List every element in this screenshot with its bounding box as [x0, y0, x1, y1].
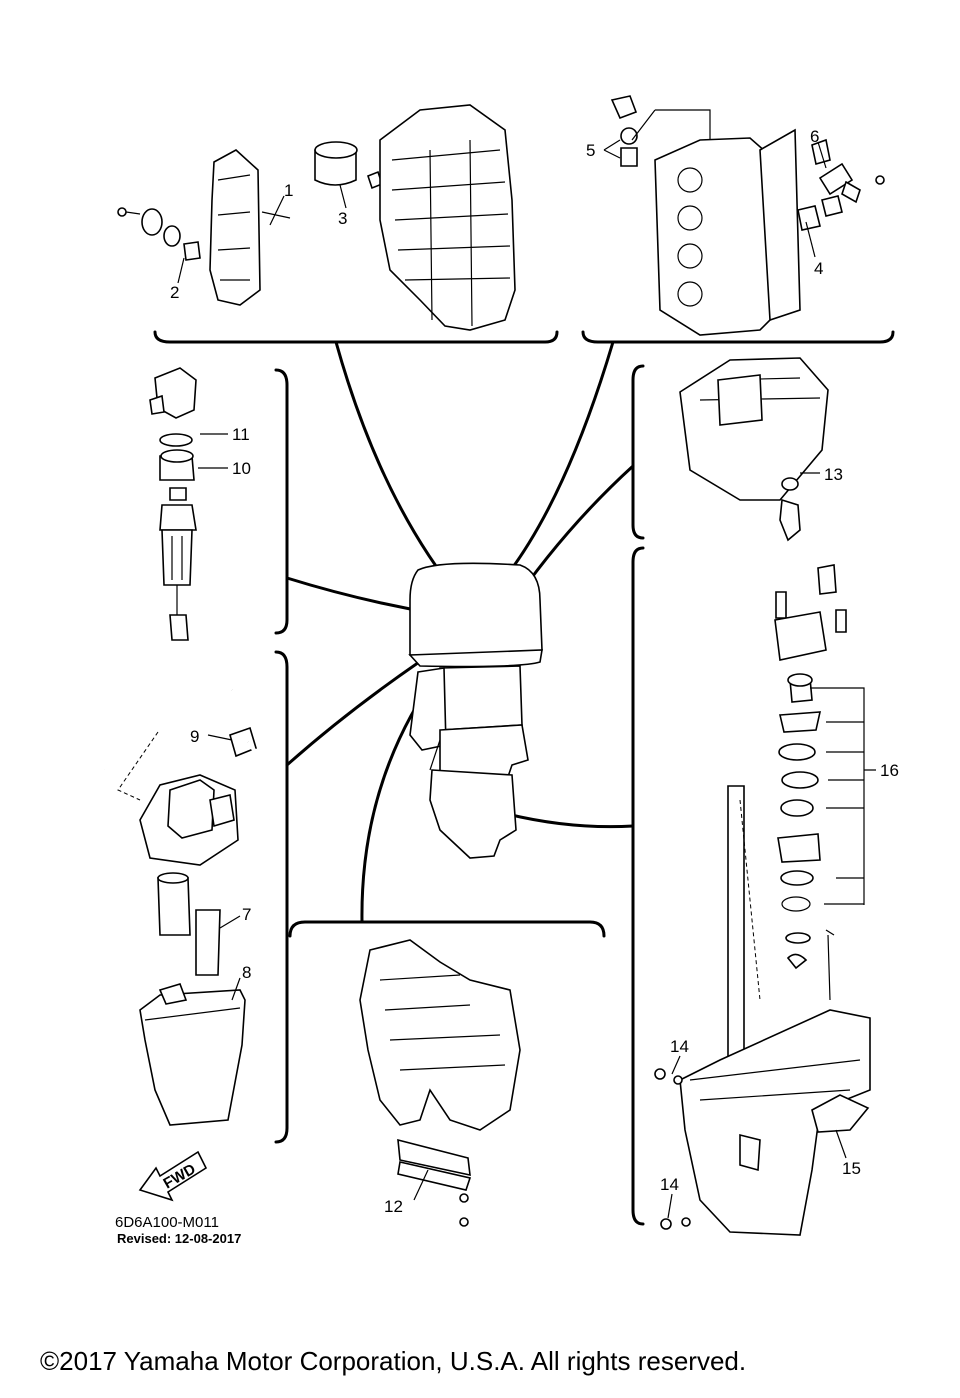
section-brackets — [153, 330, 895, 1226]
callout-2: 2 — [170, 283, 179, 302]
drawing-code: 6D6A100-M011 — [115, 1214, 219, 1231]
callout-labels: 1 2 3 4 5 6 7 8 9 10 11 12 13 14 14 15 1… — [170, 127, 899, 1216]
copyright-notice: ©2017 Yamaha Motor Corporation, U.S.A. A… — [40, 1346, 746, 1376]
outboard-motor-illustration — [408, 562, 543, 859]
exhaust-guide-group — [359, 939, 521, 1227]
vapor-separator-group — [102, 675, 273, 1126]
callout-7: 7 — [242, 905, 251, 924]
leader-lines — [177, 139, 876, 1219]
oil-pan-group — [679, 357, 829, 542]
cylinder-block-group — [117, 104, 516, 331]
forward-arrow: FWD — [138, 1150, 208, 1202]
cylinder-head-group — [610, 95, 885, 336]
callout-3: 3 — [338, 209, 347, 228]
callout-6: 6 — [810, 127, 819, 146]
callout-14-lower: 14 — [660, 1175, 679, 1194]
callout-15: 15 — [842, 1159, 861, 1178]
callout-12: 12 — [384, 1197, 403, 1216]
callout-14-upper: 14 — [670, 1037, 689, 1056]
revision-date: Revised: 12-08-2017 — [117, 1231, 241, 1246]
callout-4: 4 — [814, 259, 823, 278]
fuel-filter-group — [149, 367, 197, 641]
callout-13: 13 — [824, 465, 843, 484]
callout-5: 5 — [586, 141, 595, 160]
callout-11: 11 — [232, 425, 250, 444]
callout-16: 16 — [880, 761, 899, 780]
callout-10: 10 — [232, 459, 251, 478]
callout-1: 1 — [284, 181, 293, 200]
callout-8: 8 — [242, 963, 251, 982]
lower-unit-group — [654, 564, 871, 1236]
callout-9: 9 — [190, 727, 199, 746]
